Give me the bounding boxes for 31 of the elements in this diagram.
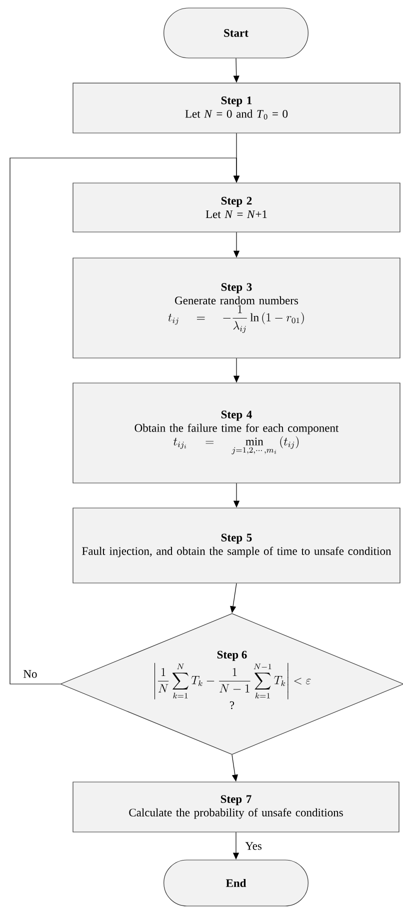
- step-heading: Step 6: [217, 650, 247, 661]
- arrow: [10, 158, 240, 684]
- step-text: Let N = N+1: [206, 210, 267, 218]
- step-heading: Step 4: [221, 410, 252, 421]
- step-text: Fault injection, and obtain the sample of time to unsafe condition: [82, 546, 392, 558]
- decision-diamond: [60, 613, 403, 755]
- formula: $\left|\frac{1}{N}\sum_{k=1}^{N}T_k-\frac{1}{N-1}\sum_{k=1}^{N-1}T_k\right|<\varepsilon$: [154, 662, 311, 700]
- step-text: ?: [230, 701, 234, 710]
- step-text: Obtain the failure time for each component: [134, 424, 339, 434]
- step-text: Let N = 0 and T$_{0}$ = 0: [185, 110, 288, 120]
- step-heading: Step 3: [221, 283, 252, 294]
- process-box: [72, 782, 400, 832]
- step-text: Calculate the probability of unsafe conditions: [129, 808, 343, 819]
- step-heading: Step 2: [221, 196, 252, 207]
- process-box: [72, 382, 400, 484]
- step-heading: Step 5: [221, 534, 252, 544]
- step-heading: Step 7: [220, 795, 252, 806]
- step-heading: Start: [224, 29, 248, 37]
- terminal-pill: [164, 8, 308, 58]
- process-box: [72, 258, 400, 358]
- process-box: [72, 508, 400, 584]
- edge-label: No: [22, 669, 38, 679]
- step-text: Generate random numbers: [175, 296, 298, 304]
- step-heading: Step 1: [221, 96, 252, 107]
- formula: $t_{ij_i}=\min_{j=1,2,\cdots,m_i}\left(t_{ij}\right)$: [174, 436, 299, 454]
- process-box: [72, 182, 400, 232]
- process-box: [72, 82, 400, 134]
- step-heading: End: [226, 878, 246, 888]
- formula: $t_{ij}=-\frac{1}{\lambda_{ij}}\ln\left(1-r_{01}\right)$: [168, 305, 304, 333]
- edge-label: Yes: [244, 841, 263, 851]
- terminal-pill: [164, 860, 308, 906]
